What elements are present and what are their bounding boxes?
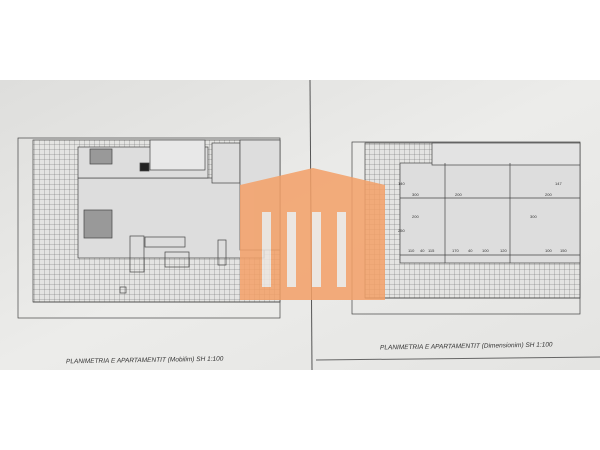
watermark-logo <box>240 168 385 300</box>
dimension-label: 200 <box>412 214 419 219</box>
dimension-label: 115 <box>428 248 435 253</box>
dimension-label: 170 <box>452 248 459 253</box>
dimension-label: 120 <box>500 248 507 253</box>
dimension-label: 250 <box>398 228 405 233</box>
dimension-label: 150 <box>560 248 567 253</box>
dimension-label: 300 <box>530 214 537 219</box>
dimension-label: 110 <box>408 248 415 253</box>
dimension-label: 200 <box>455 192 462 197</box>
dimension-label: 40 <box>420 248 425 253</box>
dimension-label: 140 <box>398 181 405 186</box>
dimension-label: 300 <box>412 192 419 197</box>
dimension-label: 100 <box>482 248 489 253</box>
dimension-label: 200 <box>545 192 552 197</box>
dimension-label: 40 <box>468 248 473 253</box>
dimension-label: 100 <box>545 248 552 253</box>
dimension-label: 147 <box>555 181 562 186</box>
